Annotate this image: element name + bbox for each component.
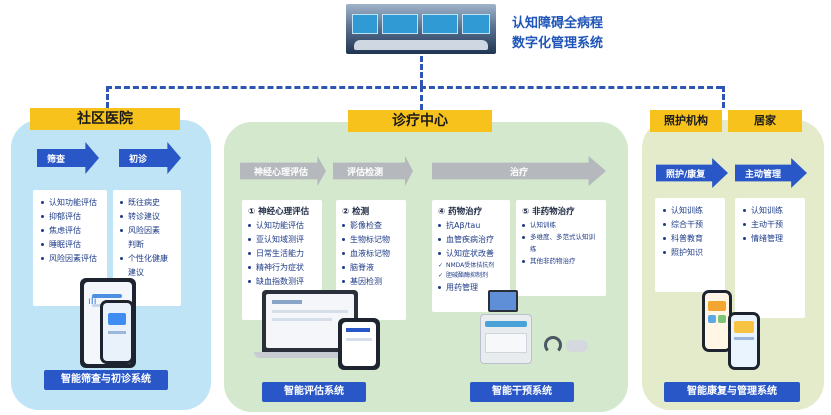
care-institution-title: 照护机构 xyxy=(650,110,722,132)
connector-clinic xyxy=(420,86,423,110)
drug-item: 认知症状改善 xyxy=(438,247,510,261)
wave-icon: ıIı xyxy=(88,296,97,307)
care-item: 综合干预 xyxy=(663,218,725,232)
drug-check-item: 胆碱酯酶抑制剂 xyxy=(438,271,510,281)
neuro-item: 精神行为症状 xyxy=(248,261,322,275)
page-title-line2: 数字化管理系统 xyxy=(512,36,604,51)
screening-item: 睡眠评估 xyxy=(41,238,107,252)
rehab-system-label: 智能康复与管理系统 xyxy=(664,382,800,402)
neuro-item: 日常生活能力 xyxy=(248,247,322,261)
connector-home xyxy=(722,86,725,108)
drug-item: 抗Aβ/tau xyxy=(438,219,510,233)
drug-card-heading: ④ 药物治疗 xyxy=(438,207,483,217)
rehab-phone-1 xyxy=(702,290,732,352)
diagnosis-item: 既往病史 xyxy=(120,196,181,210)
testing-item: 血液标记物 xyxy=(342,247,406,261)
community-title: 社区医院 xyxy=(30,108,180,130)
screening-item: 焦虑评估 xyxy=(41,224,107,238)
testing-item: 脑脊液 xyxy=(342,261,406,275)
care-card: 认知训练 综合干预 科普教育 照护知识 xyxy=(655,198,725,292)
monitor-screen-1 xyxy=(352,14,378,34)
control-desk xyxy=(354,40,488,50)
drug-item: 用药管理 xyxy=(438,281,510,295)
treatment-cart xyxy=(480,314,532,364)
intervention-system-label: 智能干预系统 xyxy=(470,382,574,402)
neuro-item: 缺血指数测评 xyxy=(248,275,322,289)
screening-item: 认知功能评估 xyxy=(41,196,107,210)
cart-monitor xyxy=(488,290,518,312)
headset-icon xyxy=(544,336,562,354)
diagnosis-item: 个性化健康建议 xyxy=(120,252,172,280)
care-item: 照护知识 xyxy=(663,246,725,260)
monitor-screen-3 xyxy=(422,14,458,34)
non-drug-item: 其他非药物治疗 xyxy=(522,255,606,267)
care-item: 认知训练 xyxy=(663,204,725,218)
screening-item: 风险因素评估 xyxy=(41,252,107,266)
non-drug-item: 认知训练 xyxy=(522,219,606,231)
connector-community xyxy=(106,86,109,108)
diagnosis-item: 转诊建议 xyxy=(120,210,181,224)
neuro-card-heading: ① 神经心理评估 xyxy=(248,207,310,217)
testing-item: 生物标记物 xyxy=(342,233,406,247)
testing-item: 基因检测 xyxy=(342,275,406,289)
testing-item: 影像检查 xyxy=(342,219,406,233)
home-item: 认知训练 xyxy=(743,204,805,218)
assessment-system-label: 智能评估系统 xyxy=(262,382,366,402)
home-title: 居家 xyxy=(728,110,802,132)
community-system-label: 智能筛查与初诊系统 xyxy=(44,370,168,390)
monitor-screen-4 xyxy=(462,14,490,34)
accessory-device xyxy=(566,340,588,352)
page-title-line1: 认知障碍全病程 xyxy=(512,16,604,31)
monitor-screen-2 xyxy=(382,14,418,34)
home-item: 主动干预 xyxy=(743,218,805,232)
neuro-item: 认知功能评估 xyxy=(248,219,322,233)
rehab-phone-2 xyxy=(728,312,760,370)
diagnosis-item: 风险因素判断 xyxy=(120,224,164,252)
home-card: 认知训练 主动干预 情绪管理 xyxy=(735,198,805,318)
connector-trunk xyxy=(420,56,423,86)
control-room-photo xyxy=(346,4,496,54)
non-drug-card-heading: ⑤ 非药物治疗 xyxy=(522,207,575,217)
non-drug-card: ⑤ 非药物治疗 认知训练 多维度、多范式认知训练 其他非药物治疗 xyxy=(516,200,606,296)
connector-horizontal xyxy=(106,86,722,89)
clinic-title: 诊疗中心 xyxy=(348,110,492,132)
care-item: 科普教育 xyxy=(663,232,725,246)
phone-device xyxy=(100,300,134,364)
laptop-base xyxy=(254,352,366,358)
neuro-item: 亚认知域测评 xyxy=(248,233,322,247)
assessment-tablet xyxy=(338,318,380,370)
screening-item: 抑郁评估 xyxy=(41,210,107,224)
testing-card-heading: ② 检测 xyxy=(342,207,370,217)
drug-item: 血管疾病治疗 xyxy=(438,233,510,247)
non-drug-item: 多维度、多范式认知训练 xyxy=(522,231,598,255)
drug-check-item: NMDA受体拮抗剂 xyxy=(438,261,510,271)
home-item: 情绪管理 xyxy=(743,232,805,246)
